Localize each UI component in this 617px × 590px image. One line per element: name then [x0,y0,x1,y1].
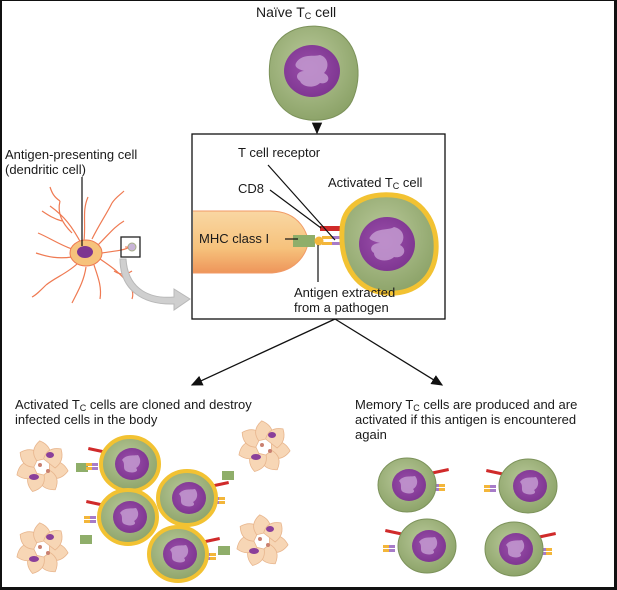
arrow-to-cloned [190,318,336,386]
mhc-label: MHC class I [199,231,270,246]
t-cell-receptor [332,242,342,245]
memory-cells-group [377,457,558,577]
activated-tc-clone [84,488,159,546]
memory-tc-cell [484,458,558,514]
mhc-class-i [293,235,315,247]
zoom-region-box [120,236,141,258]
apc-label: Antigen-presenting cell(dendritic cell) [5,147,138,177]
cloned-cells-group [16,420,291,583]
tcr-label: T cell receptor [238,145,321,160]
zoom-arrow [119,258,191,311]
antigen [314,236,324,246]
naive-tc-cell [268,25,359,121]
cloned-cells-caption: Activated TC cells are cloned and destro… [15,397,252,427]
activated-cell-label: Activated TC cell [328,175,423,191]
memory-tc-cell [484,521,556,577]
infected-cell [236,514,289,566]
infected-cell [238,420,291,472]
memory-tc-cell [377,457,449,513]
leader-line-tcr [267,164,336,241]
infected-cell [16,522,69,574]
activated-tc-clone [86,435,161,493]
cd8-label: CD8 [238,181,265,196]
leader-line-cd8 [269,189,322,229]
dendritic-nucleus [77,246,93,258]
memory-tc-cell [383,518,457,574]
infected-cell [16,440,69,492]
activated-tc-clone [156,469,229,527]
activated-tc-clone [147,525,220,583]
naive-cell-label: Naïve TC cell [256,4,337,21]
arrow-to-memory [334,318,444,386]
cd8 [320,226,342,231]
